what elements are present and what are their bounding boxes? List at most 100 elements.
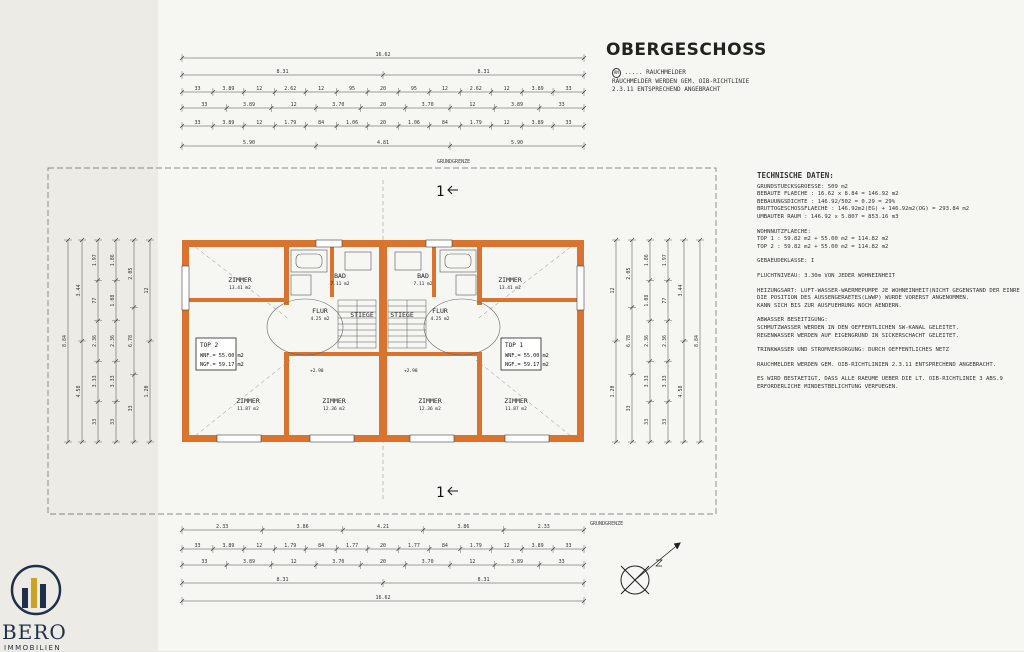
top-right-ngf: NGF.= 59.17 m2 xyxy=(505,362,549,368)
dim-left-split: 3.44 xyxy=(76,284,82,296)
dim-bottom-row2: 33 xyxy=(559,559,565,565)
dim-right-total: 8.84 xyxy=(694,335,700,347)
room-area-bottom-inner-left: 12.36 m2 xyxy=(323,406,345,412)
grenze-label-top: GRUNDGRENZE xyxy=(437,159,470,165)
room-bad-left: BAD xyxy=(334,272,346,280)
technical-data: TECHNISCHE DATEN: GRUNDSTUECKSGROESSE: 5… xyxy=(757,172,1022,391)
dim-bottom-row1: 33 xyxy=(194,543,200,549)
dim-top-row3: 1.79 xyxy=(470,120,482,126)
roof-lines xyxy=(189,180,577,500)
dim-bottom-row1: 84 xyxy=(442,543,448,549)
dim-left-detail2: 1.86 xyxy=(110,254,116,266)
dim-bottom-row2: 3.70 xyxy=(422,559,434,565)
dim-left-detail2: 1.08 xyxy=(110,295,116,307)
room-labels: ZIMMER 13.41 m2 ZIMMER 13.41 m2 BAD 7.11… xyxy=(228,272,528,412)
dim-left-detail: 2.36 xyxy=(92,335,98,347)
dim-bottom-row2: 20 xyxy=(380,559,386,565)
tech-licht-1: ES WIRD BESTAETIGT, DASS ALLE RAEUME UEB… xyxy=(757,376,1003,383)
dim-right-detail2: 33 xyxy=(644,419,650,425)
dim-right-detail: 1.97 xyxy=(662,254,668,266)
room-area-bottom-left: 11.87 m2 xyxy=(237,406,259,412)
room-area-bottom-inner-right: 12.36 m2 xyxy=(419,406,441,412)
dim-top-row1: 12 xyxy=(504,86,510,92)
tech-heiz-2: DIE POSITION DES AUSSENGERAETES(LWWP) WU… xyxy=(757,295,970,302)
grenze-label-bottom: GRUNDGRENZE xyxy=(590,521,623,527)
dim-right-detail2: 1.86 xyxy=(644,254,650,266)
dim-bottom-row2: 12 xyxy=(291,559,297,565)
dim-top-row1: 20 xyxy=(380,86,386,92)
room-stiege-left: STIEGE xyxy=(350,311,374,319)
tech-abw-2: SCHMUTZWASSER WERDEN IN DEN OEFFENTLICHE… xyxy=(757,324,960,331)
dim-top-row2: 3.70 xyxy=(422,102,434,108)
legend-text-1: ..... RAUCHMELDER xyxy=(624,69,686,76)
dim-top-row1: 2.62 xyxy=(284,86,296,92)
dim-bottom-row1: 1.79 xyxy=(284,543,296,549)
dim-bottom-total: 16.62 xyxy=(375,595,390,601)
dim-top-halves: 8.31 xyxy=(276,69,288,75)
room-bad-area-right: 7.11 m2 xyxy=(414,281,433,287)
tech-klasse: GEBAEUDEKLASSE: I xyxy=(757,258,815,265)
top-left-name: TOP 2 xyxy=(200,342,218,349)
dim-bottom-row0: 2.33 xyxy=(216,524,228,530)
dim-bottom-row0: 3.86 xyxy=(457,524,469,530)
room-zimmer-bottom-right: ZIMMER xyxy=(504,397,528,405)
dim-top-row2: 3.89 xyxy=(511,102,523,108)
room-area-top-left: 13.41 m2 xyxy=(229,285,251,291)
dim-top-row4: 5.90 xyxy=(511,140,523,146)
dim-bottom-row0: 2.33 xyxy=(538,524,550,530)
dim-top-row1: 3.89 xyxy=(222,86,234,92)
dim-right-detail: 2.36 xyxy=(662,335,668,347)
section-markers: 1 1 xyxy=(436,184,458,501)
level-right: +2.98 xyxy=(404,368,418,374)
dim-top-row2: 12 xyxy=(469,102,475,108)
top-boxes: TOP 2 WNF.= 55.00 m2 NGF.= 59.17 m2 TOP … xyxy=(195,337,549,371)
dim-left-detail3: 6.78 xyxy=(128,335,134,347)
room-flur-left: FLUR xyxy=(312,307,328,315)
tech-bebauungsdichte: BEBAUUNGSDICHTE : 146.92/502 = 0.29 = 29… xyxy=(757,198,896,205)
legend-line-2: RAUCHMELDER WERDEN GEM. OIB-RICHTLINIE xyxy=(612,78,750,85)
legend: RM ..... RAUCHMELDER RAUCHMELDER WERDEN … xyxy=(612,68,772,94)
dim-left-total: 8.84 xyxy=(62,335,68,347)
dim-top-row1: 12 xyxy=(318,86,324,92)
dim-left-detail: 33 xyxy=(92,419,98,425)
dim-left-detail2: 3.33 xyxy=(110,375,116,387)
dim-bottom-row1: 84 xyxy=(318,543,324,549)
dim-top-row1: 12 xyxy=(256,86,262,92)
top-right-wnf: WNF.= 55.00 m2 xyxy=(505,353,549,359)
dim-right-split: 3.44 xyxy=(678,284,684,296)
dim-top-row1: 95 xyxy=(349,86,355,92)
bero-logo: BERO IMMOBILIEN xyxy=(0,558,72,652)
room-bad-right: BAD xyxy=(417,272,429,280)
dim-top-row4: 4.81 xyxy=(377,140,389,146)
top-left-wnf: WNF.= 55.00 m2 xyxy=(200,353,244,359)
bero-logo-icon xyxy=(10,564,62,616)
dim-top-row1: 33 xyxy=(194,86,200,92)
grundgrenze-outline xyxy=(47,167,717,515)
dim-bottom-row1: 1.77 xyxy=(408,543,420,549)
hall-outline xyxy=(266,298,501,356)
dim-left-detail4: 1.20 xyxy=(144,385,150,397)
room-stiege-right: STIEGE xyxy=(390,311,414,319)
dim-top-row2: 33 xyxy=(201,102,207,108)
dim-top-row3: 33 xyxy=(194,120,200,126)
dim-bottom-row2: 3.89 xyxy=(243,559,255,565)
walls xyxy=(182,240,584,442)
dim-bottom-row1: 12 xyxy=(504,543,510,549)
dim-top-row1: 2.62 xyxy=(470,86,482,92)
dim-top-row2: 3.70 xyxy=(332,102,344,108)
legend-line-1: RM ..... RAUCHMELDER xyxy=(612,68,772,78)
dim-bottom-row2: 12 xyxy=(469,559,475,565)
tech-rauch: RAUCHMELDER WERDEN GEM. OIB-RICHTLINIEN … xyxy=(757,361,997,368)
dim-right-detail3: 6.78 xyxy=(626,335,632,347)
dim-top-row1: 33 xyxy=(566,86,572,92)
tech-bebaute: BEBAUTE FLAECHE : 16.62 x 8.84 = 146.92 … xyxy=(757,191,899,198)
room-flur-area-left: 4.25 m2 xyxy=(311,316,330,322)
logo-sub: IMMOBILIEN xyxy=(4,644,62,652)
dim-top-row3: 3.89 xyxy=(532,120,544,126)
tech-heiz-3: KANN SICH BIS ZUR AUSFUEHRUNG NOCH AENDE… xyxy=(757,302,902,309)
tech-top2: TOP 2 : 59.82 m2 + 55.00 m2 = 114.82 m2 xyxy=(757,243,889,250)
dim-bottom-row0: 4.21 xyxy=(377,524,389,530)
tech-flucht: FLUCHTNIVEAU: 3.30m VON JEDER WOHNEINHEI… xyxy=(757,272,896,279)
dim-left-detail: 77 xyxy=(92,298,98,304)
